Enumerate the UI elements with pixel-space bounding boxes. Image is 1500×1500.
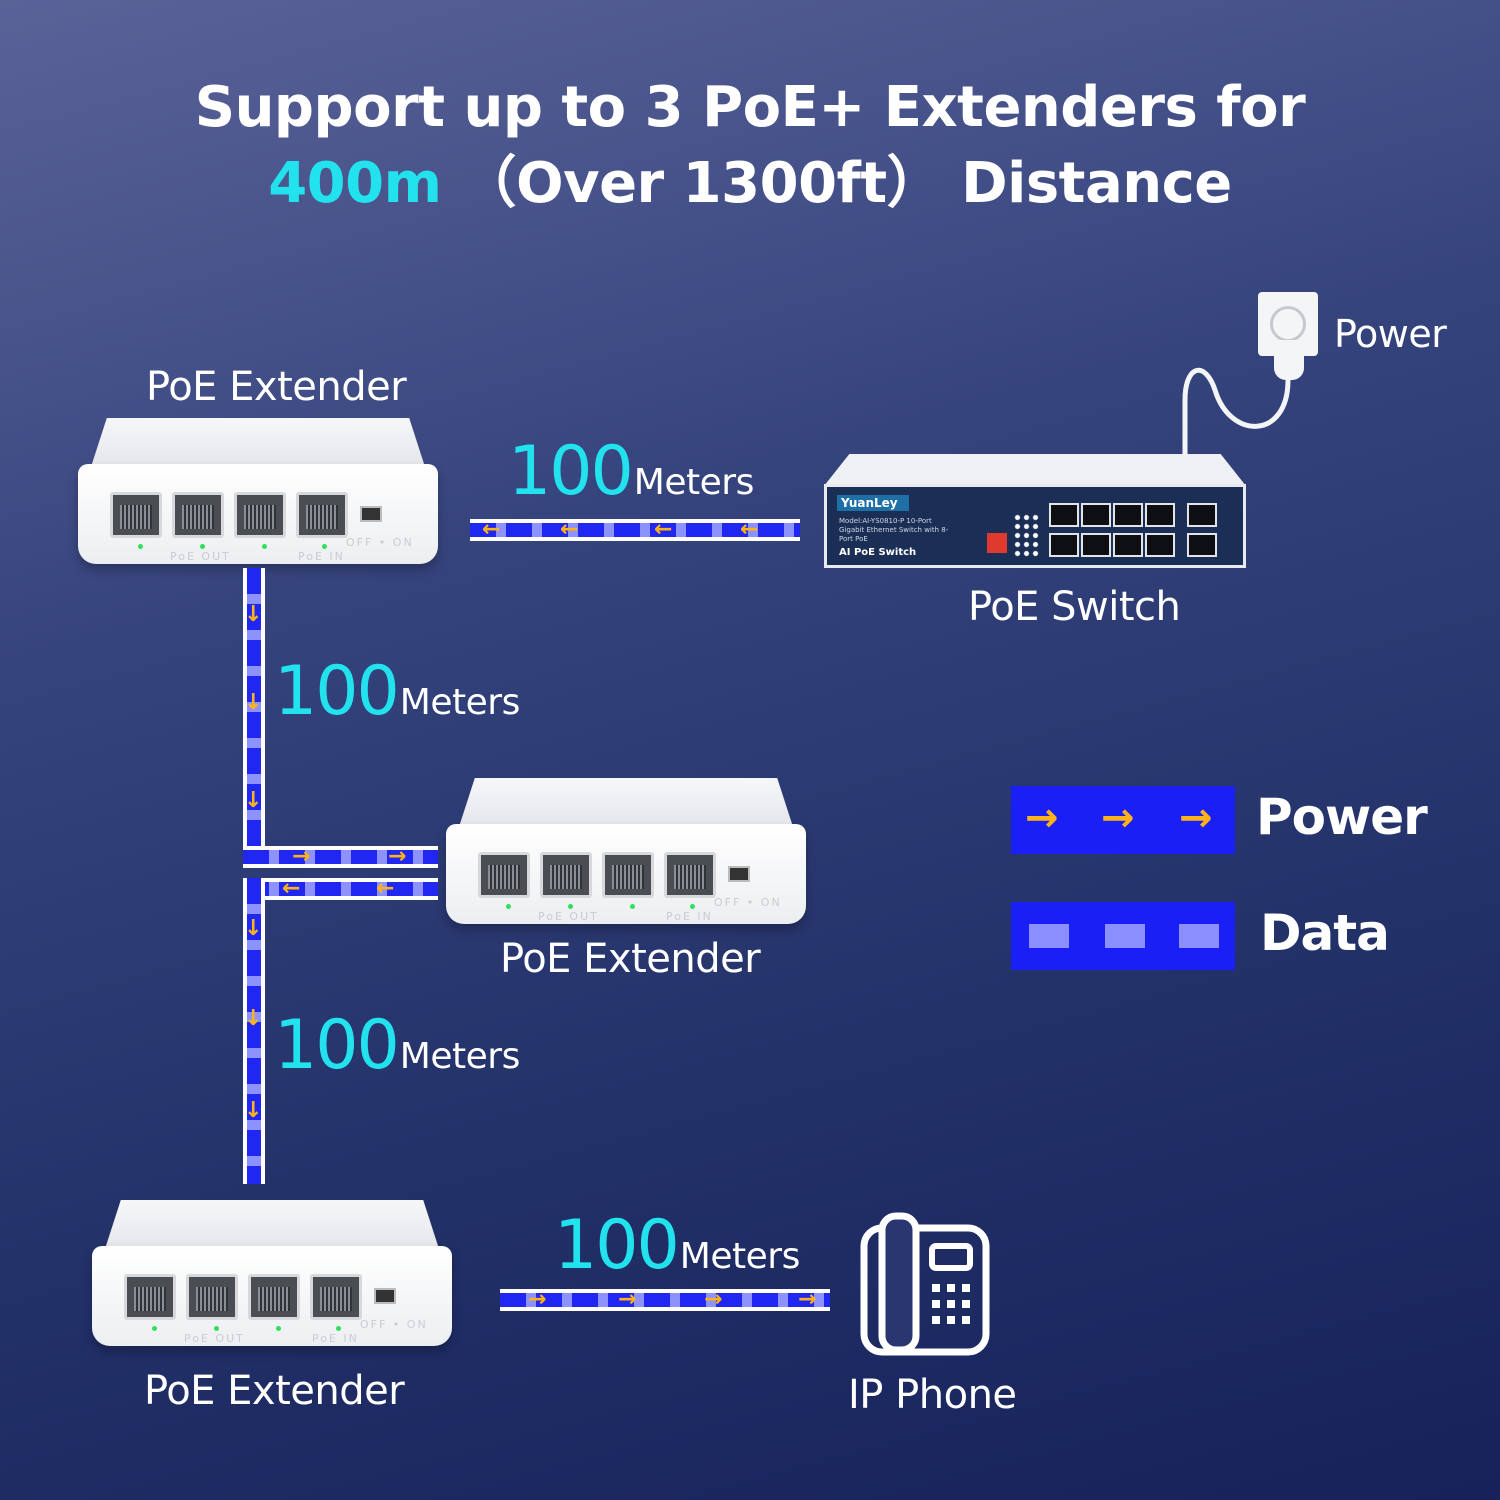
power-plug-icon — [1274, 340, 1304, 380]
distance-value: 100 — [274, 652, 400, 731]
arrow-left-icon: ← — [482, 517, 501, 542]
switch-brand: YuanLey — [837, 495, 909, 511]
arrow-right-icon: → — [1101, 795, 1135, 841]
cable-extender-2-down — [243, 878, 265, 1184]
extender-power-switch — [360, 506, 382, 522]
arrow-down-icon: ↓ — [244, 602, 263, 627]
headline-line-2: 400m （Over 1300ft） Distance — [0, 146, 1500, 222]
extender-out-silk: PoE OUT — [170, 550, 231, 563]
extender-in-silk: PoE IN — [312, 1332, 359, 1345]
arrow-left-icon: ← — [560, 517, 579, 542]
distance-unit: Meters — [679, 1236, 801, 1277]
cable-out-of-extender-2 — [243, 878, 438, 900]
arrow-down-icon: ↓ — [244, 1006, 263, 1031]
cable-extender-3-to-phone — [500, 1289, 830, 1311]
cable-extender-1-down — [243, 568, 265, 868]
distance-label-2: 100Meters — [274, 652, 520, 731]
power-cord — [1182, 367, 1291, 460]
power-outlet-label: Power — [1334, 312, 1447, 356]
headline-distance-rest: （Over 1300ft） Distance — [460, 151, 1232, 216]
legend-power-label: Power — [1256, 788, 1428, 846]
legend-data-label: Data — [1260, 904, 1390, 962]
extender-2-label: PoE Extender — [500, 936, 761, 982]
distance-value: 100 — [554, 1206, 680, 1285]
cable-switch-to-extender-1 — [470, 519, 800, 541]
arrow-down-icon: ↓ — [244, 1098, 263, 1123]
extender-in-silk: PoE IN — [666, 910, 713, 923]
poe-switch-label: PoE Switch — [968, 584, 1181, 630]
distance-unit: Meters — [399, 682, 521, 723]
distance-value: 100 — [508, 432, 634, 511]
distance-label-3: 100Meters — [274, 1006, 520, 1085]
arrow-left-icon: ← — [654, 517, 673, 542]
extender-switch-silk: OFF • ON — [360, 1318, 428, 1331]
arrow-right-icon: → — [292, 844, 311, 869]
headline: Support up to 3 PoE+ Extenders for 400m … — [0, 70, 1500, 222]
extender-power-switch — [728, 866, 750, 882]
switch-tag: AI PoE Switch — [839, 547, 917, 558]
distance-label-4: 100Meters — [554, 1206, 800, 1285]
poe-extender-1: PoE OUT PoE IN OFF • ON — [78, 418, 438, 568]
poe-extender-2: PoE OUT PoE IN OFF • ON — [446, 778, 806, 928]
arrow-left-icon: ← — [282, 876, 301, 901]
ip-phone-icon — [860, 1212, 990, 1356]
headline-line-1: Support up to 3 PoE+ Extenders for — [194, 75, 1306, 140]
distance-label-1: 100Meters — [508, 432, 754, 511]
arrow-right-icon: → — [618, 1287, 637, 1312]
legend-data-swatch — [1011, 902, 1235, 970]
extender-in-silk: PoE IN — [298, 550, 345, 563]
distance-value: 100 — [274, 1006, 400, 1085]
poe-extender-3: PoE OUT PoE IN OFF • ON — [92, 1200, 452, 1350]
distance-unit: Meters — [399, 1036, 521, 1077]
extender-3-label: PoE Extender — [144, 1368, 405, 1414]
arrow-left-icon: ← — [376, 876, 395, 901]
arrow-right-icon: → — [388, 844, 407, 869]
arrow-down-icon: ↓ — [244, 788, 263, 813]
arrow-right-icon: → — [1025, 795, 1059, 841]
cable-into-extender-2 — [243, 846, 438, 868]
poe-switch-device: YuanLey Model:AI-YS0810-P 10-Port Gigabi… — [824, 454, 1246, 568]
extender-out-silk: PoE OUT — [538, 910, 599, 923]
distance-unit: Meters — [633, 462, 755, 503]
switch-led-icon — [1013, 513, 1041, 559]
ip-phone-label: IP Phone — [848, 1372, 1017, 1418]
arrow-right-icon: → — [798, 1287, 817, 1312]
arrow-left-icon: ← — [740, 517, 759, 542]
extender-switch-silk: OFF • ON — [714, 896, 782, 909]
extender-power-switch — [374, 1288, 396, 1304]
arrow-down-icon: ↓ — [244, 690, 263, 715]
headline-distance-accent: 400m — [268, 151, 442, 216]
arrow-right-icon: → — [1179, 795, 1213, 841]
arrow-right-icon: → — [704, 1287, 723, 1312]
arrow-down-icon: ↓ — [244, 916, 263, 941]
switch-model: Model:AI-YS0810-P 10-Port Gigabit Ethern… — [839, 517, 949, 543]
extender-switch-silk: OFF • ON — [346, 536, 414, 549]
switch-dip-icon — [987, 533, 1007, 553]
extender-1-label: PoE Extender — [146, 364, 407, 410]
arrow-right-icon: → — [528, 1287, 547, 1312]
extender-out-silk: PoE OUT — [184, 1332, 245, 1345]
legend-power-swatch: → → → — [1011, 786, 1235, 854]
